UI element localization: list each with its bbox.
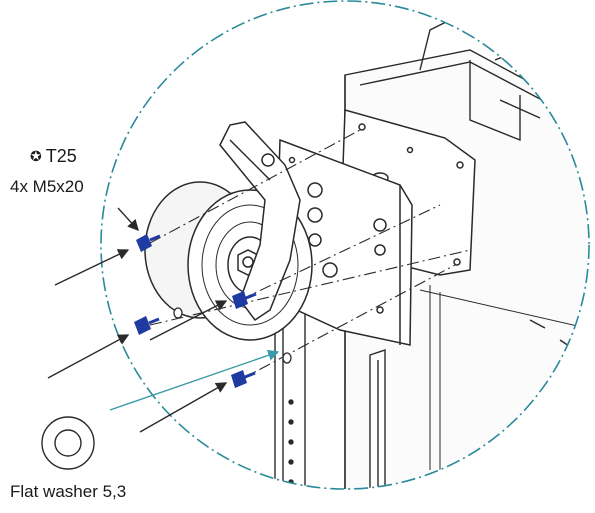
assembly-arrows [47, 207, 280, 433]
washers [173, 307, 292, 364]
screw-3 [134, 316, 160, 335]
screws [134, 234, 257, 388]
torx-drive-icon: ✪ [30, 148, 42, 164]
arrow-4 [47, 334, 130, 379]
detail-view [144, 1, 589, 489]
screw-1 [136, 234, 161, 252]
tensioner-arm [219, 121, 301, 322]
arrow-3 [149, 300, 228, 341]
detail-circle [100, 0, 590, 490]
arrow-washer [109, 349, 280, 411]
arrow-5 [139, 382, 228, 433]
bracket-plate-front [274, 138, 413, 346]
screw-spec-label: 4x M5x20 [10, 177, 84, 196]
screw-4 [231, 370, 256, 388]
torx-size-text: T25 [45, 146, 77, 166]
arrow-2 [54, 249, 130, 286]
flat-washer-symbol [41, 416, 95, 470]
arrow-1 [117, 207, 139, 232]
screw-2 [232, 291, 257, 309]
washer-spec-label: Flat washer 5,3 [10, 482, 127, 501]
torx-size-label: ✪T25 [30, 146, 77, 167]
